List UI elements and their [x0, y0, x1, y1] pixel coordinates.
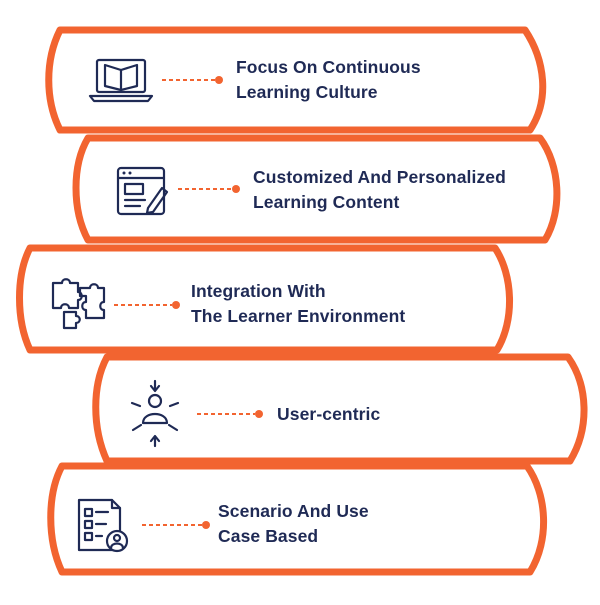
book-5: [47, 462, 548, 576]
item-5-line-2: Case Based: [218, 526, 319, 546]
checklist-user-icon: [77, 498, 129, 553]
item-4-label: User-centric: [277, 402, 380, 427]
item-3-label: Integration With The Learner Environment: [191, 279, 405, 329]
item-2-line-1: Customized And Personalized: [253, 167, 506, 187]
item-5-line-1: Scenario And Use: [218, 501, 369, 521]
item-4-line-1: User-centric: [277, 404, 381, 424]
book-2: [72, 134, 561, 244]
user-focus-icon: [130, 379, 180, 448]
item-5-label: Scenario And Use Case Based: [218, 499, 369, 549]
connector-dot-1: [215, 76, 223, 84]
item-2-line-2: Learning Content: [253, 192, 400, 212]
connector-dot-5: [202, 521, 210, 529]
item-1-line-1: Focus On Continuous: [236, 57, 421, 77]
book-4: [92, 353, 588, 465]
document-edit-icon: [116, 166, 169, 216]
puzzle-icon: [51, 278, 106, 330]
book-3: [16, 244, 514, 354]
item-3-line-2: The Learner Environment: [191, 306, 406, 326]
connector-dot-2: [232, 185, 240, 193]
item-1-label: Focus On Continuous Learning Culture: [236, 55, 421, 105]
connector-dot-4: [255, 410, 263, 418]
item-1-line-2: Learning Culture: [236, 82, 378, 102]
item-2-label: Customized And Personalized Learning Con…: [253, 165, 506, 215]
item-3-line-1: Integration With: [191, 281, 326, 301]
laptop-book-icon: [88, 58, 154, 103]
book-1: [45, 26, 547, 134]
connector-dot-3: [172, 301, 180, 309]
